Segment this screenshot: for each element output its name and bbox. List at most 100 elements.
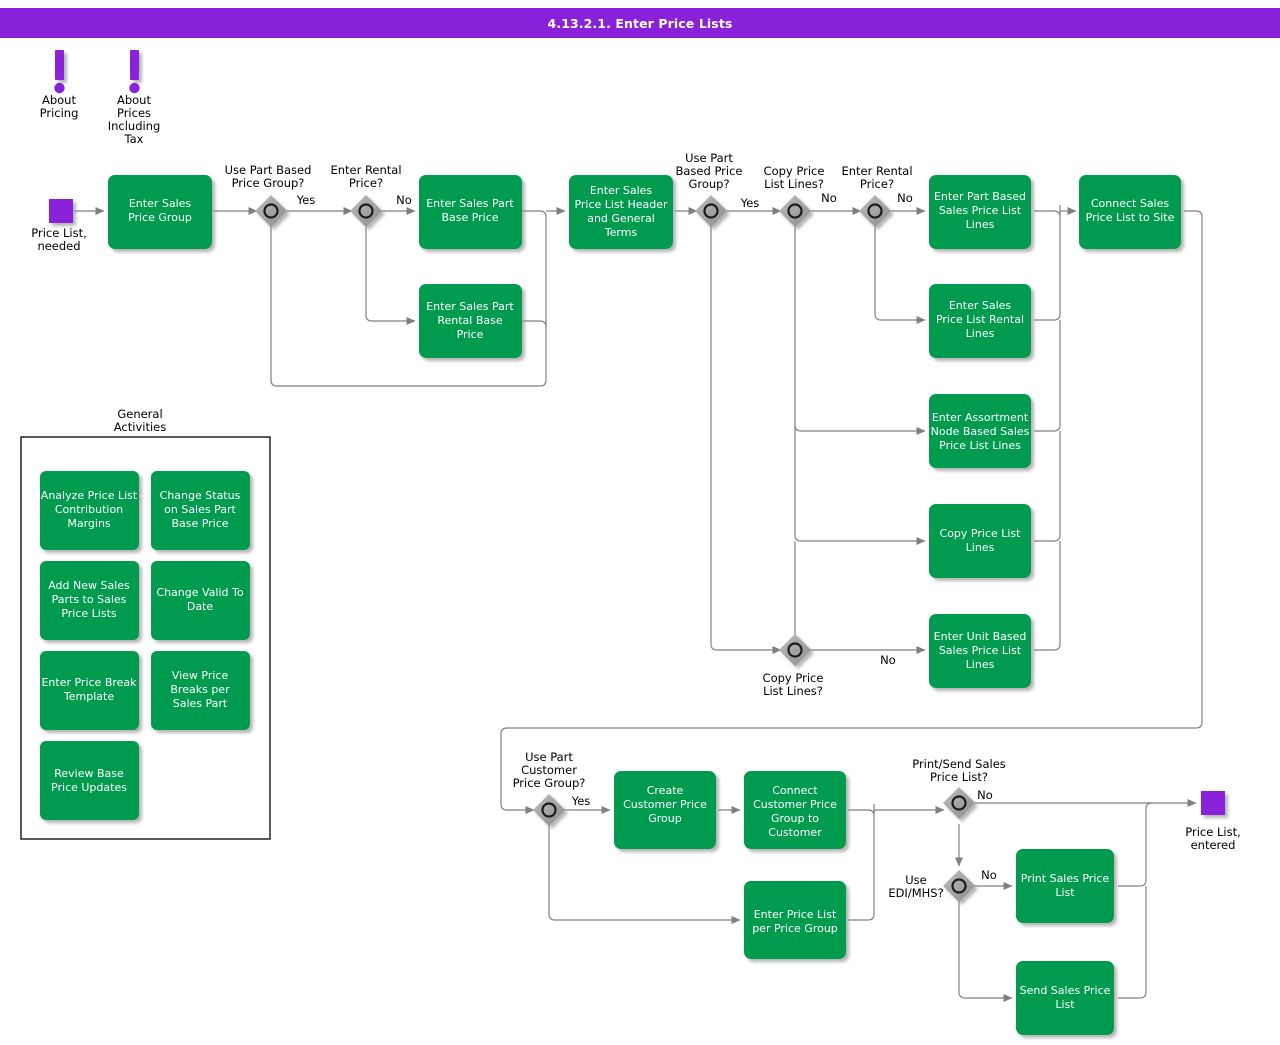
activity-ga2[interactable]: Change Status on Sales Part Base Price bbox=[151, 471, 250, 550]
activity-ga4[interactable]: Change Valid To Date bbox=[151, 561, 250, 640]
activity-label-line: Send Sales Price bbox=[1020, 984, 1111, 997]
activity-label-line: Price List Lines bbox=[939, 439, 1021, 452]
activity-ga3[interactable]: Add New Sales Parts to Sales Price Lists bbox=[40, 561, 139, 640]
title-bar: 4.13.2.1. Enter Price Lists bbox=[0, 8, 1280, 38]
activity-label-line: Print Sales Price bbox=[1021, 872, 1110, 885]
gateway-g2[interactable]: Enter Rental Price? bbox=[330, 163, 402, 227]
activity-label-line: Price List to Site bbox=[1086, 211, 1175, 224]
info-note-about-prices-including-tax[interactable]: About Prices Including Tax bbox=[108, 50, 161, 146]
activity-a7[interactable]: Enter Assortment Node Based Sales Price … bbox=[929, 394, 1031, 468]
gateway-g9[interactable]: Use EDI/MHS? bbox=[888, 870, 975, 902]
activity-label-line: Create bbox=[647, 784, 684, 797]
gateway-circle-icon bbox=[358, 203, 374, 219]
page-title: 4.13.2.1. Enter Price Lists bbox=[547, 15, 733, 31]
activity-label-line: Group bbox=[648, 812, 682, 825]
gateway-g4[interactable]: Copy Price List Lines? bbox=[764, 164, 825, 227]
activity-label-line: List bbox=[1055, 886, 1075, 899]
activity-label-line: List bbox=[1055, 998, 1075, 1011]
gateway-label-line: Price List? bbox=[930, 770, 988, 784]
activity-label-line: Contribution bbox=[55, 503, 123, 516]
terminator-start[interactable]: Price List, needed bbox=[31, 199, 87, 253]
activity-label-line: and General bbox=[587, 212, 655, 225]
edge-a12-collect bbox=[848, 804, 875, 817]
activity-ga5[interactable]: Enter Price Break Template bbox=[40, 651, 139, 730]
activity-ga7[interactable]: Review Base Price Updates bbox=[40, 741, 139, 820]
activity-a5[interactable]: Enter Part Based Sales Price List Lines bbox=[929, 175, 1031, 249]
activity-a1[interactable]: Enter Sales Price Group bbox=[108, 175, 212, 249]
activity-label-line: Enter Unit Based bbox=[934, 630, 1027, 643]
terminator-end[interactable]: Price List, entered bbox=[1185, 791, 1241, 852]
exclamation-icon bbox=[55, 50, 64, 80]
activity-label-line: Add New Sales bbox=[48, 579, 130, 592]
activity-label-line: Enter Price List bbox=[754, 908, 837, 921]
gateway-g3[interactable]: Use Part Based Price Group? bbox=[675, 151, 743, 227]
activity-a15[interactable]: Send Sales Price List bbox=[1016, 961, 1114, 1035]
gateway-label-line: List Lines? bbox=[764, 177, 824, 191]
edge-a6-collect bbox=[1034, 217, 1061, 321]
activity-a14[interactable]: Print Sales Price List bbox=[1016, 849, 1114, 923]
general-activities-title-line: General bbox=[117, 407, 162, 421]
activity-label-line: Connect bbox=[772, 784, 818, 797]
exclamation-dot-icon bbox=[129, 82, 140, 94]
activity-label-line: Lines bbox=[966, 658, 995, 671]
gateway-circle-icon bbox=[951, 878, 967, 894]
activity-label-line: Margins bbox=[67, 517, 111, 530]
edge-a9-collect bbox=[1034, 541, 1061, 651]
edge-label-yes: Yes bbox=[571, 794, 591, 808]
gateway-g8[interactable]: Print/Send Sales Price List? bbox=[912, 757, 1006, 819]
general-activities-group: General Activities Analyze Price List Co… bbox=[20, 407, 271, 840]
activity-a6[interactable]: Enter Sales Price List Rental Lines bbox=[929, 284, 1031, 358]
activity-label-line: on Sales Part bbox=[164, 503, 236, 516]
activity-label-line: Enter Part Based bbox=[934, 190, 1026, 203]
activity-box bbox=[108, 175, 212, 249]
activity-box bbox=[929, 504, 1031, 578]
activity-label-line: Customer bbox=[768, 826, 822, 839]
gateway-g7[interactable]: Use Part Customer Price Group? bbox=[513, 750, 586, 826]
gateway-diamond-icon bbox=[859, 195, 891, 227]
edge-g2-to-a3 bbox=[365, 225, 416, 325]
activity-a12[interactable]: Connect Customer Price Group to Customer bbox=[744, 771, 846, 849]
edge-label-no: No bbox=[396, 193, 412, 207]
activity-label-line: Customer Price bbox=[623, 798, 707, 811]
activity-box bbox=[151, 561, 250, 640]
activity-label-line: Lines bbox=[966, 327, 995, 340]
activity-a10[interactable]: Connect Sales Price List to Site bbox=[1079, 175, 1181, 249]
activity-a4[interactable]: Enter Sales Price List Header and Genera… bbox=[569, 175, 673, 249]
gateway-diamond-icon bbox=[943, 870, 975, 902]
gateway-circle-icon bbox=[541, 802, 557, 818]
activity-a2[interactable]: Enter Sales Part Base Price bbox=[419, 175, 522, 249]
edge-label-yes: Yes bbox=[740, 196, 760, 210]
gateway-g6[interactable]: Copy Price List Lines? bbox=[763, 634, 824, 698]
edge-a7-collect bbox=[1034, 320, 1061, 432]
activity-box bbox=[569, 175, 673, 249]
info-note-about-pricing[interactable]: About Pricing bbox=[40, 50, 79, 120]
gateway-diamond-icon bbox=[533, 794, 565, 826]
activity-label-line: Base Price bbox=[171, 517, 228, 530]
edge-label-yes: Yes bbox=[296, 193, 316, 207]
activity-a11[interactable]: Create Customer Price Group bbox=[614, 771, 716, 849]
activity-label-line: Change Status bbox=[160, 489, 241, 502]
activity-box bbox=[744, 771, 846, 849]
gateway-label-line: Group? bbox=[688, 177, 729, 191]
activity-label-line: Connect Sales bbox=[1091, 197, 1170, 210]
activity-ga1[interactable]: Analyze Price List Contribution Margins bbox=[40, 471, 139, 550]
activity-label-line: Copy Price List bbox=[940, 527, 1022, 540]
terminator-label-line: entered bbox=[1191, 838, 1236, 852]
edge-label-no: No bbox=[897, 191, 913, 205]
gateway-g1[interactable]: Use Part Based Price Group? bbox=[225, 163, 312, 227]
activity-label-line: Lines bbox=[966, 218, 995, 231]
activity-a8[interactable]: Copy Price List Lines bbox=[929, 504, 1031, 578]
gateway-g5[interactable]: Enter Rental Price? bbox=[841, 164, 913, 227]
activity-a9[interactable]: Enter Unit Based Sales Price List Lines bbox=[929, 614, 1031, 688]
edge-a10-to-g7 bbox=[500, 210, 1203, 814]
activity-box bbox=[614, 771, 716, 849]
activity-a3[interactable]: Enter Sales Part Rental Base Price bbox=[419, 284, 522, 358]
edge-a2-join-back bbox=[270, 210, 547, 387]
activity-a13[interactable]: Enter Price List per Price Group bbox=[744, 881, 846, 959]
note-label-line: Tax bbox=[124, 132, 144, 146]
activity-box bbox=[40, 471, 139, 550]
gateway-diamond-icon bbox=[350, 195, 382, 227]
activity-ga6[interactable]: View Price Breaks per Sales Part bbox=[151, 651, 250, 730]
gateway-label-line: Price Group? bbox=[513, 776, 586, 790]
